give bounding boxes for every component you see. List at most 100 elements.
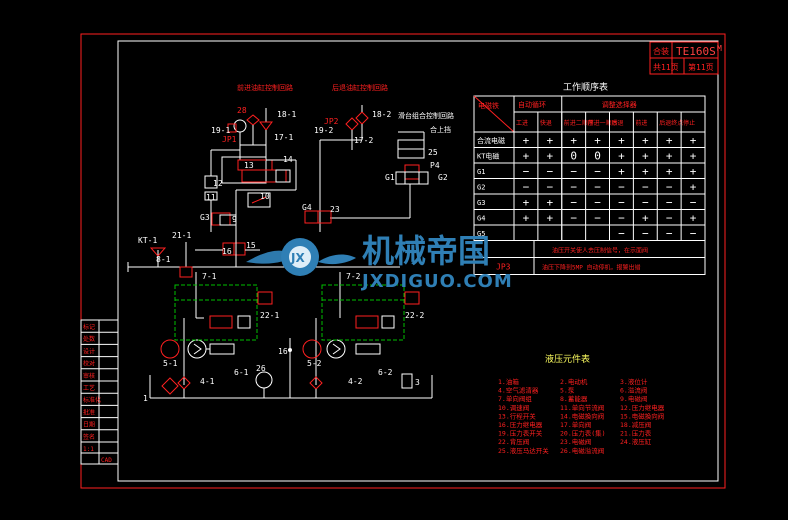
- caption-close: 合上挡: [430, 125, 451, 134]
- table-col-header: 后退终点: [659, 119, 683, 127]
- table-cell: 0: [594, 150, 601, 163]
- parts-list-item: 11.单向节流阀: [560, 403, 604, 412]
- table-cell: −: [618, 212, 625, 225]
- label-13: 13: [244, 161, 254, 170]
- table-cell: +: [523, 196, 530, 209]
- table-cell: −: [523, 181, 530, 194]
- parts-list-title: 液压元件表: [545, 353, 590, 365]
- table-cell: +: [523, 134, 530, 147]
- parts-list-item: 19.压力表开关: [498, 429, 543, 438]
- label-16: 16: [222, 247, 232, 256]
- table-cell: +: [690, 150, 697, 163]
- parts-list-item: 18.减压阀: [620, 420, 651, 429]
- work-sequence-table: 电磁铁自动循环调整选择器工进快退前进二顺序前进一顺序后退前进后退终点停止合流电磁…: [473, 95, 706, 275]
- left-strip-item: 处数: [83, 335, 95, 343]
- watermark-en: JXDIGUO.COM: [360, 271, 513, 292]
- label-7-2: 7-2: [346, 272, 361, 281]
- label-3: 3: [415, 378, 420, 387]
- left-strip-item: 标准化: [83, 396, 101, 404]
- label-g2: G2: [438, 173, 448, 182]
- table-cell: −: [570, 212, 577, 225]
- left-strip-scale: 1:1: [83, 446, 94, 453]
- sheet-total: 共11页: [653, 63, 679, 72]
- table-cell: −: [547, 165, 554, 178]
- table-cell: −: [690, 227, 697, 240]
- label-16b: 16: [278, 347, 288, 356]
- parts-list-item: 22.背压阀: [498, 437, 529, 446]
- table-cell: −: [618, 196, 625, 209]
- table-cell: +: [547, 150, 554, 163]
- table-cell: 0: [570, 150, 577, 163]
- table-cell: +: [690, 134, 697, 147]
- label-5-2: 5-2: [307, 359, 322, 368]
- label-g1: G1: [385, 173, 395, 182]
- label-17-1: 17-1: [274, 133, 293, 142]
- motor-left-icon: [160, 339, 180, 359]
- label-8-1: 8-1: [156, 255, 171, 264]
- table-header-diag: 电磁铁: [478, 101, 499, 110]
- parts-list-item: 21.压力表: [620, 429, 652, 438]
- label-19-1: 19-1: [211, 126, 230, 135]
- table-cell: +: [642, 165, 649, 178]
- label-14: 14: [283, 155, 293, 164]
- table-cell: −: [594, 196, 601, 209]
- table-cell: +: [642, 134, 649, 147]
- table-cell: −: [666, 181, 673, 194]
- watermark-cn: 机械帝国: [362, 232, 490, 270]
- parts-list-item: 12.压力继电器: [620, 403, 665, 412]
- table-row-label: G3: [477, 199, 485, 207]
- table-cell: −: [642, 196, 649, 209]
- label-jp2: JP2: [324, 117, 339, 126]
- inner-frame: [117, 40, 719, 482]
- table-cell: +: [547, 196, 554, 209]
- table-cell: +: [618, 165, 625, 178]
- label-18-2: 18-2: [372, 110, 391, 119]
- table-row-label: G4: [477, 215, 485, 223]
- table-col-header: 前进二顺序: [564, 119, 594, 127]
- drawing-code: TE160S: [676, 45, 716, 58]
- table-row-label: 合流电磁: [477, 136, 505, 145]
- hydraulic-schematic: [127, 105, 433, 399]
- label-p4: P4: [430, 161, 440, 170]
- label-4-1: 4-1: [200, 377, 215, 386]
- table-cell: +: [642, 150, 649, 163]
- label-kt-1: KT-1: [138, 236, 157, 245]
- pump-right-icon: [326, 339, 346, 359]
- table-cell: +: [642, 212, 649, 225]
- table-cell: +: [666, 165, 673, 178]
- parts-list-item: 17.单向阀: [560, 420, 591, 429]
- parts-list-item: 5.泵: [560, 387, 575, 395]
- left-strip-item: 审核: [83, 372, 95, 380]
- label-7-1: 7-1: [202, 272, 217, 281]
- label-g4: G4: [302, 203, 312, 212]
- table-cell: +: [618, 150, 625, 163]
- label-25: 25: [428, 148, 438, 157]
- label-15: 15: [246, 241, 256, 250]
- label-6-2: 6-2: [378, 368, 393, 377]
- parts-list-item: 15.电磁换向阀: [620, 411, 664, 420]
- parts-list: 1.油箱4.空气滤清器7.单向阀组10.调速阀13.行程开关16.压力继电器19…: [498, 377, 665, 455]
- table-cell: +: [523, 212, 530, 225]
- table-cell: −: [594, 181, 601, 194]
- table-col-header: 停止: [683, 119, 695, 127]
- left-strip-item: 签名: [83, 433, 95, 441]
- label-11: 11: [206, 193, 216, 202]
- table-col-header: 快退: [540, 119, 552, 127]
- table-cell: +: [594, 134, 601, 147]
- table-cell: +: [666, 150, 673, 163]
- table-col-header: 后退: [612, 119, 624, 127]
- title-block-label: 合装: [653, 46, 669, 56]
- table-cell: +: [570, 134, 577, 147]
- parts-list-item: 10.调速阀: [498, 403, 529, 412]
- table-cell: −: [690, 196, 697, 209]
- label-10: 10: [260, 192, 270, 201]
- heater-icon: [255, 371, 273, 389]
- drawing-code-suffix: M: [717, 44, 722, 53]
- parts-list-item: 20.压力表(集): [560, 429, 606, 438]
- parts-list-item: 4.空气滤清器: [498, 386, 539, 395]
- table-cell: −: [570, 196, 577, 209]
- pump-left-icon: [187, 339, 207, 359]
- label-12: 12: [213, 179, 223, 188]
- caption-rear-cylinder: 后退油缸控制回路: [332, 83, 388, 92]
- label-23: 23: [330, 205, 340, 214]
